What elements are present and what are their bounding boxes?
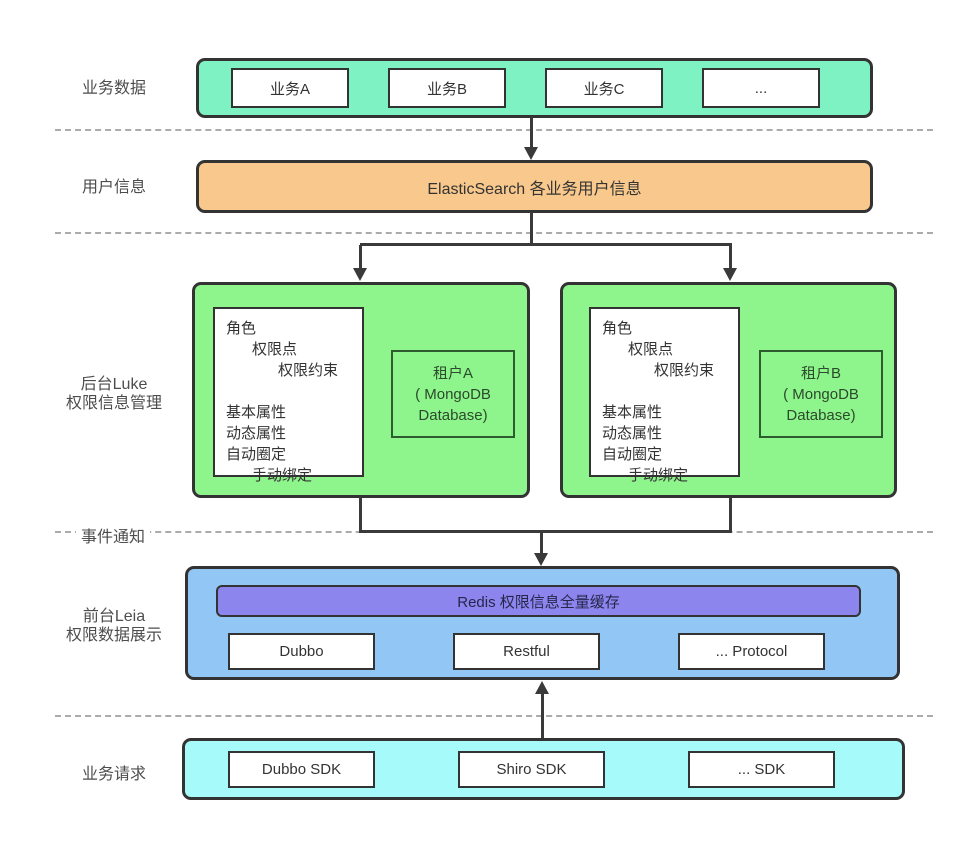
redis-cache-bar: Redis 权限信息全量缓存 [216, 585, 861, 617]
dashed-separator-2 [55, 232, 933, 234]
role-line [602, 381, 738, 402]
row-label-backend-line2: 权限信息管理 [65, 395, 162, 412]
tenant-line: Database) [418, 406, 488, 424]
arrow-down-icon [534, 553, 548, 566]
sdk-chip-row: Dubbo SDK Shiro SDK ... SDK [228, 741, 835, 797]
sdk-chip: ... SDK [688, 750, 835, 788]
tenant-line: Database) [786, 406, 856, 424]
merge-stem-line [540, 532, 543, 554]
row-label-frontend: 前台Leia 权限数据展示 [53, 607, 175, 645]
elasticsearch-box-label: ElasticSearch 各业务用户信息 [427, 180, 642, 198]
sdk-chip: Dubbo SDK [228, 750, 375, 788]
dashed-separator-4 [55, 715, 933, 717]
branch-right-line [729, 245, 732, 269]
business-chip: 业务B [388, 68, 506, 108]
row-label-business-request: 业务请求 [81, 766, 146, 783]
business-data-chip-row: 业务A 业务B 业务C... [231, 61, 820, 115]
role-line: 角色 [602, 320, 633, 337]
tenant-line: 租户B [800, 364, 841, 382]
role-line: 手动绑定 [252, 467, 313, 484]
tenant-b-box: 租户B ( MongoDB Database) [759, 350, 883, 438]
arrow-down-icon [723, 268, 737, 281]
backend-panel-a: 角色权限点权限约束 基本属性动态属性自动圈定手动绑定 租户A ( MongoDB D… [192, 282, 530, 498]
role-line: 权限点 [252, 341, 298, 358]
branch-left-line [359, 245, 362, 269]
arrow-down-icon [524, 147, 538, 160]
row-label-backend: 后台Luke 权限信息管理 [53, 375, 175, 413]
dashed-separator-1 [55, 129, 933, 131]
protocol-chip: Restful [453, 632, 600, 670]
request-up-line [541, 692, 544, 738]
row-label-frontend-line1: 前台Leia [82, 608, 146, 625]
tenant-line: 租户A [432, 364, 473, 382]
role-list-box-b: 角色权限点权限约束 基本属性动态属性自动圈定手动绑定 [589, 307, 740, 484]
merge-horizontal-line [359, 530, 732, 533]
role-line: 自动圈定 [226, 446, 287, 463]
branch-stem-line [530, 212, 533, 245]
redis-cache-label: Redis 权限信息全量缓存 [457, 593, 620, 611]
branch-horizontal-line [360, 243, 732, 246]
row-label-user-info: 用户信息 [81, 179, 146, 196]
business-chip: ... [702, 68, 820, 108]
role-line: 动态属性 [602, 425, 663, 442]
row-label-backend-line1: 后台Luke [80, 376, 148, 393]
business-chip: 业务A [231, 68, 349, 108]
merge-right-line [729, 497, 732, 533]
row-label-event-notify: 事件通知 [76, 523, 151, 547]
role-line: 角色 [226, 320, 257, 337]
row-label-business-data: 业务数据 [81, 80, 146, 97]
arrow-up-icon [535, 681, 549, 694]
business-request-container: Dubbo SDK Shiro SDK ... SDK [182, 738, 905, 800]
business-data-container: 业务A 业务B 业务C... [196, 58, 873, 118]
role-list-box-a: 角色权限点权限约束 基本属性动态属性自动圈定手动绑定 [213, 307, 364, 484]
role-line: 权限约束 [654, 362, 715, 379]
arrow-down-icon [353, 268, 367, 281]
protocol-chip: ... Protocol [678, 632, 825, 670]
elasticsearch-box: ElasticSearch 各业务用户信息 [196, 160, 873, 213]
sdk-chip: Shiro SDK [458, 750, 605, 788]
tenant-line: ( MongoDB [783, 385, 859, 403]
backend-panel-b: 角色权限点权限约束 基本属性动态属性自动圈定手动绑定 租户B ( MongoDB D… [560, 282, 897, 498]
role-line: 权限约束 [278, 362, 339, 379]
tenant-a-box: 租户A ( MongoDB Database) [391, 350, 515, 438]
role-line [226, 381, 362, 402]
role-line: 基本属性 [602, 404, 663, 421]
row-label-frontend-line2: 权限数据展示 [65, 627, 162, 644]
protocol-chip: Dubbo [228, 632, 375, 670]
connector-top-line [530, 117, 533, 150]
business-chip: 业务C [545, 68, 663, 108]
frontend-container: Redis 权限信息全量缓存 Dubbo Restful ... Protocol [185, 566, 900, 680]
tenant-line: ( MongoDB [415, 385, 491, 403]
role-line: 权限点 [628, 341, 674, 358]
protocol-chip-row: Dubbo Restful ... Protocol [228, 629, 825, 673]
role-line: 自动圈定 [602, 446, 663, 463]
role-line: 动态属性 [226, 425, 287, 442]
role-line: 手动绑定 [628, 467, 689, 484]
role-line: 基本属性 [226, 404, 287, 421]
merge-left-line [359, 497, 362, 533]
